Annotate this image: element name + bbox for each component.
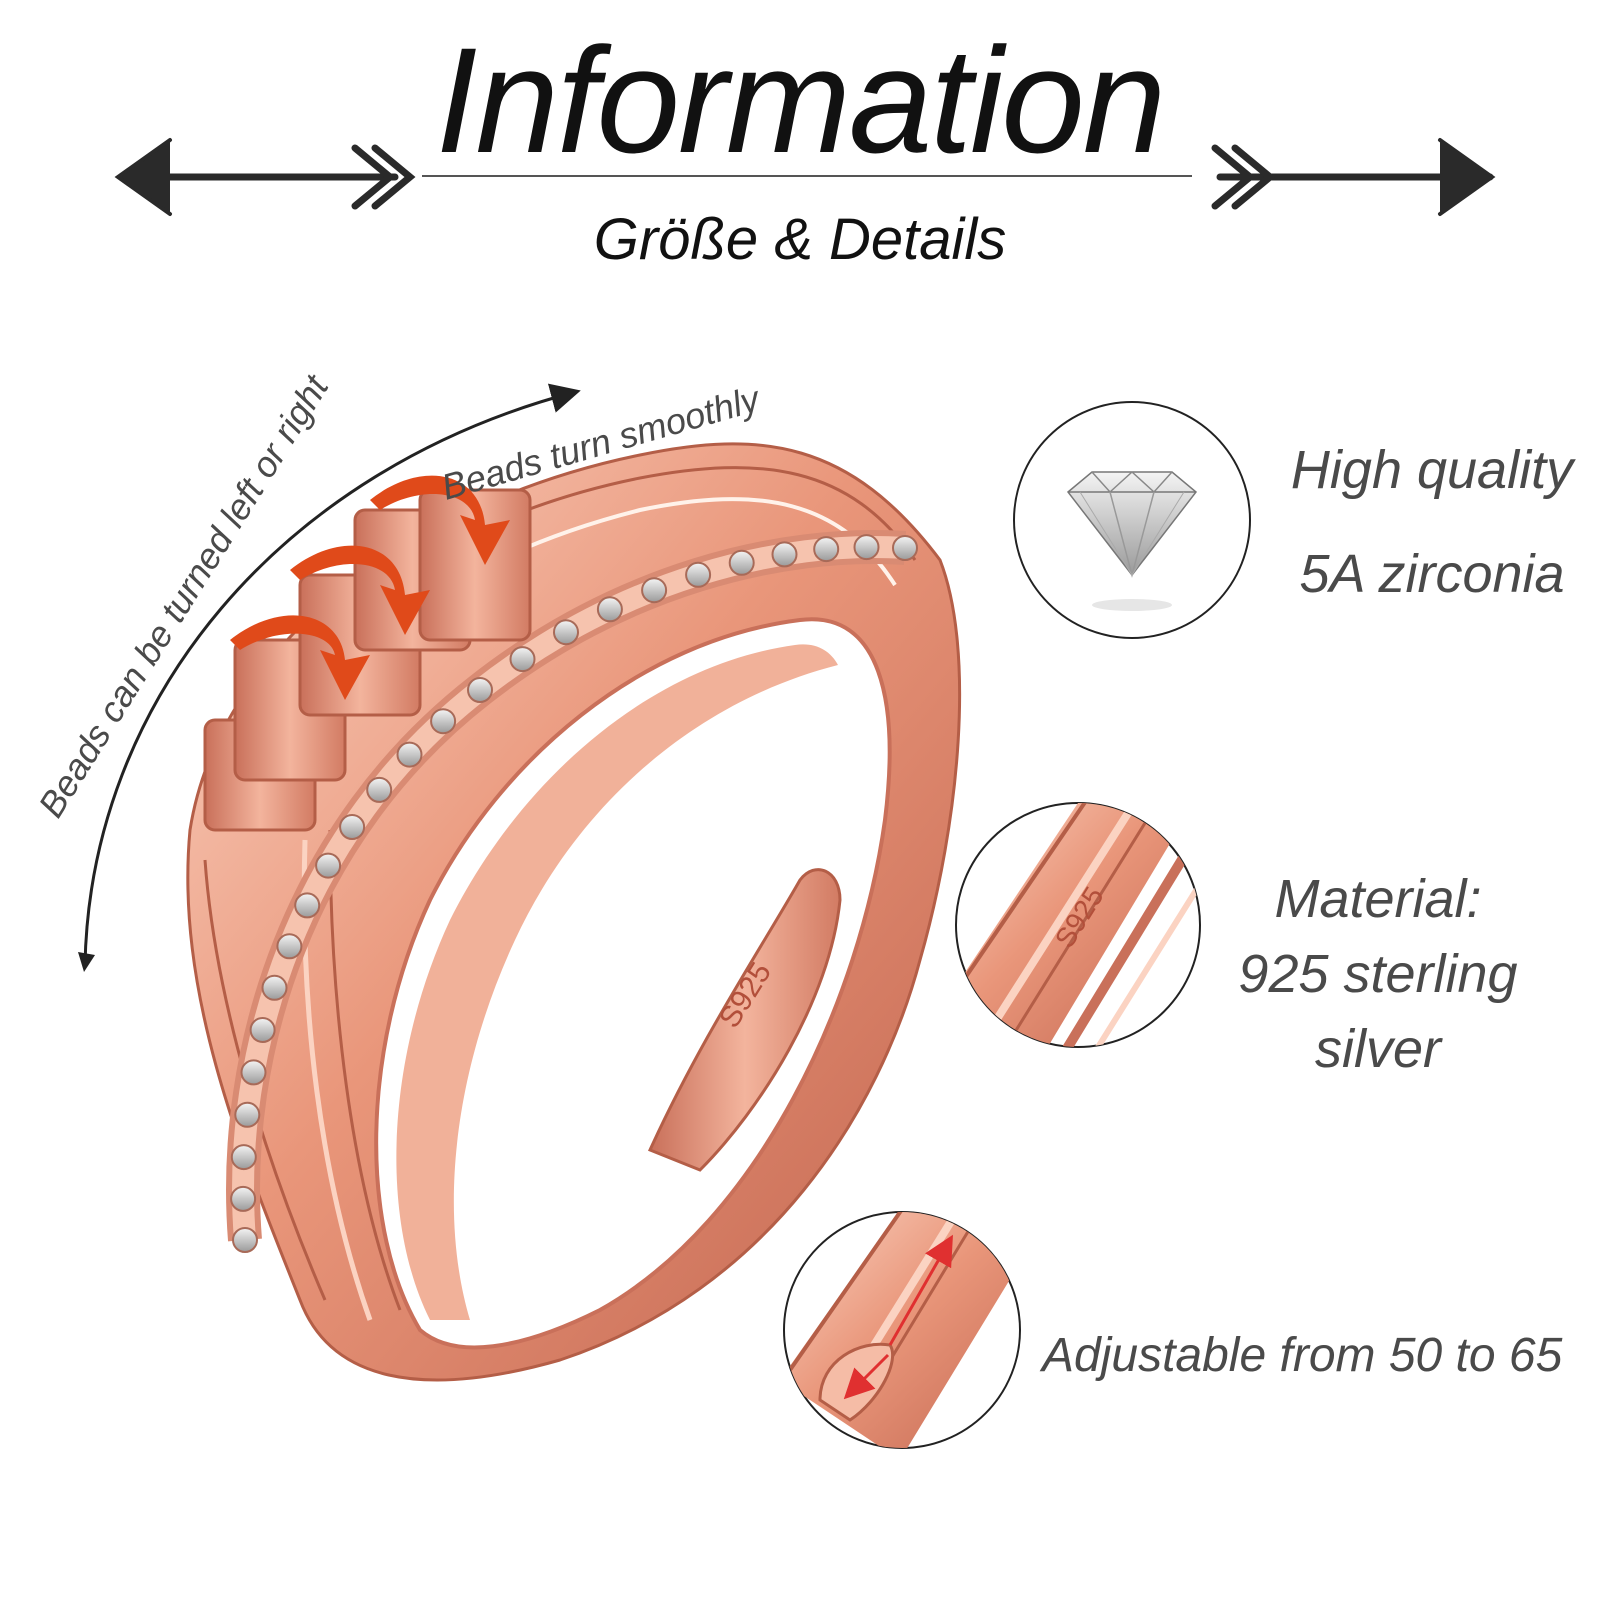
page-title: Information	[435, 16, 1166, 184]
zirconia-stone	[396, 741, 423, 768]
feature-material-line-3: silver	[1314, 1019, 1441, 1079]
header-divider	[422, 175, 1192, 177]
zirconia-stone	[728, 549, 755, 576]
zirconia-stone	[249, 1017, 276, 1043]
zirconia-stone	[339, 814, 366, 840]
zirconia-stone	[230, 1185, 257, 1212]
bead-rotation-arrows-icon	[230, 475, 510, 700]
zirconia-stone	[230, 1144, 257, 1171]
zirconia-stones	[230, 534, 918, 1253]
zirconia-stone	[853, 534, 880, 561]
band-closeup-icon	[956, 803, 1200, 1047]
zirconia-stone	[553, 619, 579, 646]
page-subtitle: Größe & Details	[593, 207, 1007, 272]
feature-circle-adjustable	[783, 1211, 1021, 1449]
zirconia-stone	[232, 1227, 258, 1253]
feature-circle-diamond	[1013, 401, 1251, 639]
feature-circle-material	[955, 802, 1201, 1048]
zirconia-stone	[366, 776, 393, 803]
zirconia-stone	[467, 677, 493, 703]
zirconia-stone	[685, 561, 712, 588]
zirconia-stone	[430, 708, 457, 735]
feature-adjustable-line-1: Adjustable from 50 to 65	[1042, 1329, 1563, 1382]
right-arrow-icon	[1211, 138, 1496, 216]
zirconia-stone	[813, 536, 840, 563]
feature-material-line-2: 925 sterling	[1238, 944, 1518, 1004]
left-arrow-icon	[114, 138, 416, 216]
zirconia-stone	[240, 1059, 267, 1086]
feature-material-text: Material: 925 sterling silver	[1198, 862, 1558, 1087]
adjustable-closeup-icon	[784, 1212, 1020, 1448]
feature-zirconia-line-1: High quality	[1290, 440, 1574, 500]
zirconia-stone	[276, 933, 303, 960]
feature-zirconia-text: High quality 5A zirconia	[1272, 418, 1592, 626]
zirconia-stone	[641, 577, 668, 604]
diamond-icon	[1066, 470, 1198, 611]
zirconia-stone	[234, 1101, 261, 1128]
zirconia-stone	[294, 892, 321, 919]
zirconia-stone	[596, 596, 623, 623]
zirconia-stone	[509, 646, 536, 673]
zirconia-stone	[315, 852, 342, 879]
curved-rotation-arrow-icon	[83, 383, 581, 966]
feature-material-line-1: Material:	[1274, 869, 1482, 929]
zirconia-stone	[261, 974, 288, 1001]
zirconia-stone	[771, 541, 798, 568]
feature-adjustable-text: Adjustable from 50 to 65	[1042, 1326, 1582, 1386]
feature-zirconia-line-2: 5A zirconia	[1299, 544, 1565, 604]
zirconia-stone	[892, 535, 918, 561]
